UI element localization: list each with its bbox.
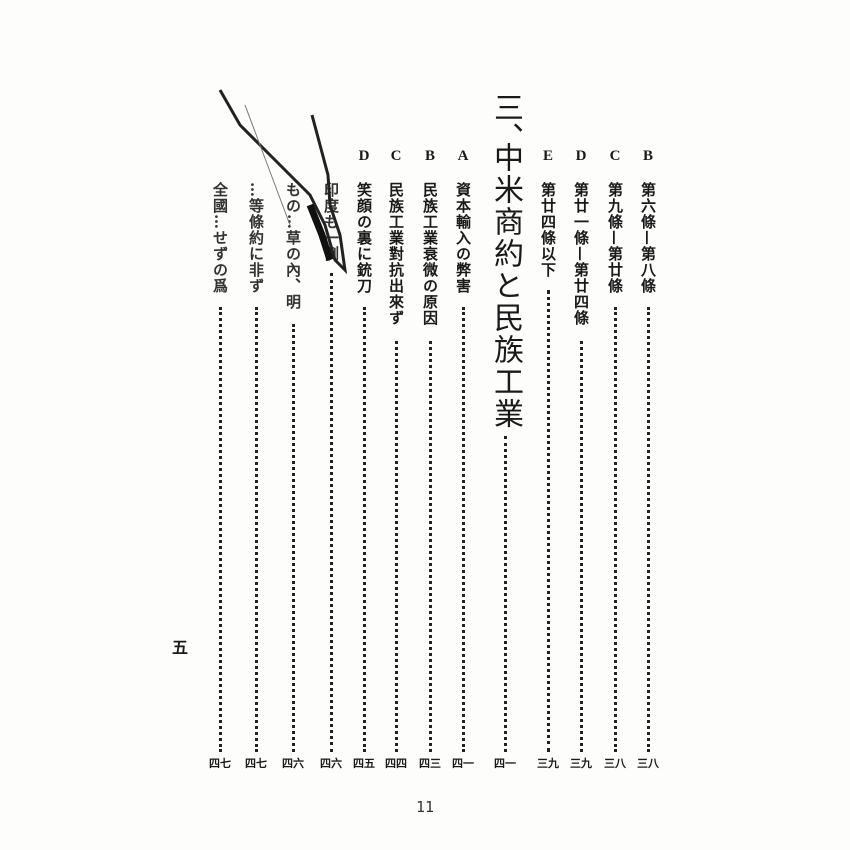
page-number: 11 (415, 798, 435, 816)
entry-page: 三九 (570, 757, 592, 770)
entry-label: E (542, 148, 553, 164)
toc-entry: C 第九條—第廿條三八 (600, 0, 630, 850)
entry-label: B (424, 148, 435, 164)
leader-dots (580, 341, 583, 752)
leader-dots (429, 341, 432, 752)
leader-dots (504, 436, 507, 752)
leader-dots (255, 307, 258, 752)
toc-entry: A 資本輸入の弊害四一 (448, 0, 478, 850)
entry-page: 四六 (320, 757, 342, 770)
toc-section-heading: 三、中米商約と民族工業四一 (488, 0, 523, 850)
leader-dots (395, 341, 398, 752)
entry-label: A (457, 148, 469, 164)
entry-title: 第六條—第八條 (639, 182, 657, 294)
toc-entry: 全國…せずの爲四七 (205, 0, 235, 850)
entry-title: …等條約に非ず (247, 182, 265, 294)
toc-entry: B 民族工業衰微の原因四三 (415, 0, 445, 850)
entry-page: 四三 (419, 757, 441, 770)
toc-entry: C 民族工業對抗出來ず四四 (381, 0, 411, 850)
entry-title: 第廿一條—第廿四條 (572, 182, 590, 326)
entry-page: 四七 (245, 757, 267, 770)
toc-entry: B 第六條—第八條三八 (633, 0, 663, 850)
entry-title: 中米商約と民族工業 (488, 142, 523, 430)
entry-title: 第九條—第廿條 (606, 182, 624, 294)
entry-page: 四七 (209, 757, 231, 770)
entry-title: もの…草の內、明 (284, 182, 302, 310)
section-number: 三、 (488, 92, 523, 152)
leader-dots (647, 307, 650, 752)
leader-dots (462, 307, 465, 752)
toc-entry: D 笑顔の裏に銃刀四五 (349, 0, 379, 850)
entry-page: 四一 (494, 757, 516, 770)
toc-entry: …等條約に非ず四七 (241, 0, 271, 850)
toc-entry: もの…草の內、明四六 (278, 0, 308, 850)
leader-dots (614, 307, 617, 752)
leader-dots (547, 290, 550, 752)
entry-label: C (609, 148, 621, 164)
leader-dots (363, 307, 366, 752)
entry-title: 全國…せずの爲 (211, 182, 229, 294)
entry-title: 第廿四條以下 (539, 182, 557, 278)
entry-label: D (358, 148, 370, 164)
leader-dots (330, 273, 333, 752)
entry-page: 四四 (385, 757, 407, 770)
entry-page: 四五 (353, 757, 375, 770)
entry-page: 三九 (537, 757, 559, 770)
chapter-mark: 五 (172, 638, 189, 657)
entry-title: 民族工業對抗出來ず (387, 182, 405, 326)
entry-label: C (390, 148, 402, 164)
paper-damage (218, 89, 348, 275)
entry-title: 資本輸入の弊害 (454, 182, 472, 294)
leader-dots (292, 324, 295, 752)
entry-label: D (575, 148, 587, 164)
entry-page: 四一 (452, 757, 474, 770)
entry-page: 三八 (637, 757, 659, 770)
entry-page: 三八 (604, 757, 626, 770)
entry-title: 民族工業衰微の原因 (421, 182, 439, 326)
toc-entry: E 第廿四條以下三九 (533, 0, 563, 850)
toc-entry: D 第廿一條—第廿四條三九 (566, 0, 596, 850)
entry-label: B (642, 148, 653, 164)
leader-dots (219, 307, 222, 752)
entry-title: 笑顔の裏に銃刀 (355, 182, 373, 294)
entry-page: 四六 (282, 757, 304, 770)
